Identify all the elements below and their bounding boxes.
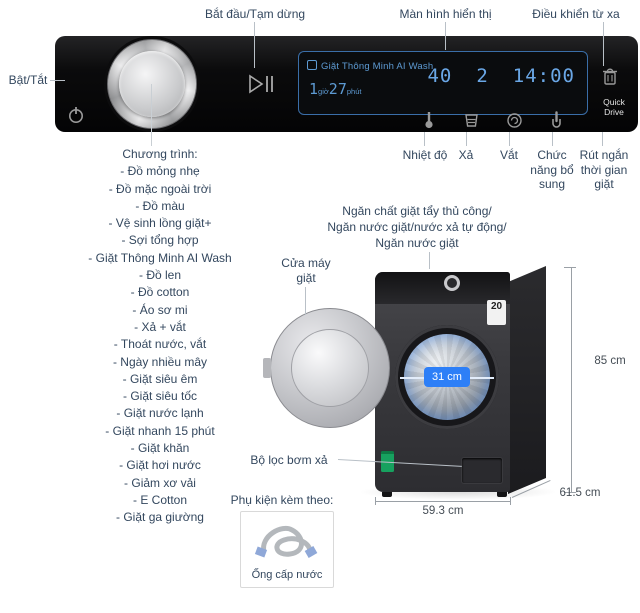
door-leader-line xyxy=(305,287,306,315)
program-item: - Giặt hơi nước xyxy=(119,458,201,473)
program-item: - Ngày nhiều mây xyxy=(112,354,208,369)
program-knob xyxy=(107,39,197,129)
program-item: - Áo sơ mi xyxy=(132,302,188,317)
door-width-badge: 31 cm xyxy=(424,367,470,387)
display-clock-value: 14:00 xyxy=(512,65,575,87)
accessory-box: Ống cấp nước xyxy=(240,511,334,588)
door-label: Cửa máy giặt xyxy=(281,256,331,285)
rinse-leader-line xyxy=(466,132,467,146)
program-item: - Đồ len xyxy=(138,268,182,283)
rinse-icon xyxy=(465,114,478,127)
drawer-label-line1: Ngăn chất giặt tẩy thủ công/ xyxy=(342,204,492,218)
accessory-title: Phụ kiện kèm theo: xyxy=(230,493,334,507)
program-item: - Đồ màu xyxy=(135,198,185,213)
shorten-time-icon xyxy=(603,68,617,85)
extra-leader-line xyxy=(552,132,553,146)
machine-door-glass xyxy=(291,329,369,407)
program-item: - Giặt siêu tốc xyxy=(122,389,198,404)
quick-drive-label: Quick Drive xyxy=(603,97,625,117)
program-item: - Giặt siêu êm xyxy=(122,371,198,386)
program-item: - Giặt ga giường xyxy=(116,510,204,525)
capacity-badge: 20 xyxy=(487,300,506,325)
display-label: Màn hình hiển thị xyxy=(399,7,492,21)
dispenser-cap xyxy=(444,275,460,291)
power-label: Bật/Tắt xyxy=(8,73,48,87)
rinse-label: Xả xyxy=(458,148,474,162)
shorten-label: Rút ngắn thời gian giặt xyxy=(579,148,629,191)
program-item: - Vệ sinh lồng giặt+ xyxy=(108,216,212,231)
display-program-name: Giặt Thông Minh AI Wash xyxy=(321,61,434,72)
control-panel: Giặt Thông Minh AI Wash 1giờ27phút 40 2 … xyxy=(55,36,638,132)
program-knob-face xyxy=(119,51,185,117)
display-temp-value: 40 xyxy=(427,65,453,87)
display-screen: Giặt Thông Minh AI Wash 1giờ27phút 40 2 … xyxy=(298,51,588,115)
temp-leader-line xyxy=(424,132,425,146)
program-items: - Đồ mỏng nhẹ - Đồ mặc ngoài trời - Đồ màu… xyxy=(40,163,280,526)
start-pause-icon xyxy=(249,74,273,94)
power-icon xyxy=(69,107,83,123)
temp-label: Nhiệt độ xyxy=(402,148,448,162)
program-item: - Đồ mỏng nhẹ xyxy=(120,164,200,179)
program-item: - Giảm xơ vải xyxy=(124,475,196,490)
knob-leader-line xyxy=(151,84,152,146)
extra-label: Chức năng bổ sung xyxy=(530,148,574,191)
program-item: - Giặt nước lạnh xyxy=(116,406,204,421)
spin-icon xyxy=(507,113,522,128)
program-item: - Thoát nước, vắt xyxy=(113,337,207,352)
drawer-label: Ngăn chất giặt tẩy thủ công/ Ngăn nước g… xyxy=(302,203,532,251)
display-leader-line xyxy=(445,22,446,50)
power-leader-line xyxy=(50,80,65,81)
spin-label: Vắt xyxy=(499,148,518,162)
remote-label: Điều khiển từ xa xyxy=(532,7,620,21)
temperature-icon xyxy=(425,112,433,129)
shorten-leader-line xyxy=(602,132,603,146)
machine-top-band xyxy=(375,272,510,304)
height-dimension-line xyxy=(571,267,572,493)
height-dimension-label: 85 cm xyxy=(594,355,626,367)
water-hose-icon xyxy=(254,526,318,558)
display-values: 40 2 14:00 xyxy=(427,65,575,87)
depth-dimension-label: 61.5 cm xyxy=(559,487,601,499)
program-item: - Đồ cotton xyxy=(130,285,190,300)
width-dimension-line xyxy=(375,501,511,502)
pump-filter-door xyxy=(461,457,503,484)
program-chip-icon xyxy=(307,60,317,70)
machine-foot-right xyxy=(497,492,507,497)
start-pause-leader-line xyxy=(254,22,255,68)
width-dimension-label: 59.3 cm xyxy=(422,505,464,517)
remote-leader-line xyxy=(603,22,604,66)
display-rinse-value: 2 xyxy=(476,65,489,87)
program-list: Chương trình: - Đồ mỏng nhẹ - Đồ mặc ngoà… xyxy=(40,146,280,527)
machine-side-panel xyxy=(508,266,546,494)
program-item: - Sợi tổng hợp xyxy=(121,233,199,248)
duration-hours-unit: giờ xyxy=(318,87,329,96)
height-tick-top xyxy=(564,267,576,268)
filter-label: Bộ lọc bơm xả xyxy=(250,453,328,467)
duration-minutes: 27 xyxy=(328,80,347,98)
height-tick-bottom xyxy=(564,492,576,493)
program-item: - Giặt Thông Minh AI Wash xyxy=(88,250,232,265)
machine-door-latch xyxy=(263,358,271,378)
display-duration: 1giờ27phút xyxy=(309,80,361,99)
extra-function-icon xyxy=(552,111,561,128)
start-pause-label: Bắt đầu/Tạm dừng xyxy=(204,7,306,21)
spin-leader-line xyxy=(509,132,510,146)
machine-foot-left xyxy=(382,492,392,497)
program-list-title: Chương trình: xyxy=(122,147,198,161)
program-item: - Giặt nhanh 15 phút xyxy=(105,423,215,438)
program-item: - Xả + vắt xyxy=(134,319,186,334)
drawer-leader-line xyxy=(429,252,430,269)
accessory-item-label: Ống cấp nước xyxy=(251,569,323,581)
program-item: - E Cotton xyxy=(132,492,188,507)
drawer-label-line3: Ngăn nước giặt xyxy=(375,236,459,250)
duration-hours: 1 xyxy=(309,80,319,98)
program-item: - Giặt khăn xyxy=(130,441,190,456)
drawer-label-line2: Ngăn nước giặt/nước xả tự động/ xyxy=(327,220,507,234)
program-item: - Đồ mặc ngoài trời xyxy=(108,181,212,196)
duration-minutes-unit: phút xyxy=(346,87,362,96)
